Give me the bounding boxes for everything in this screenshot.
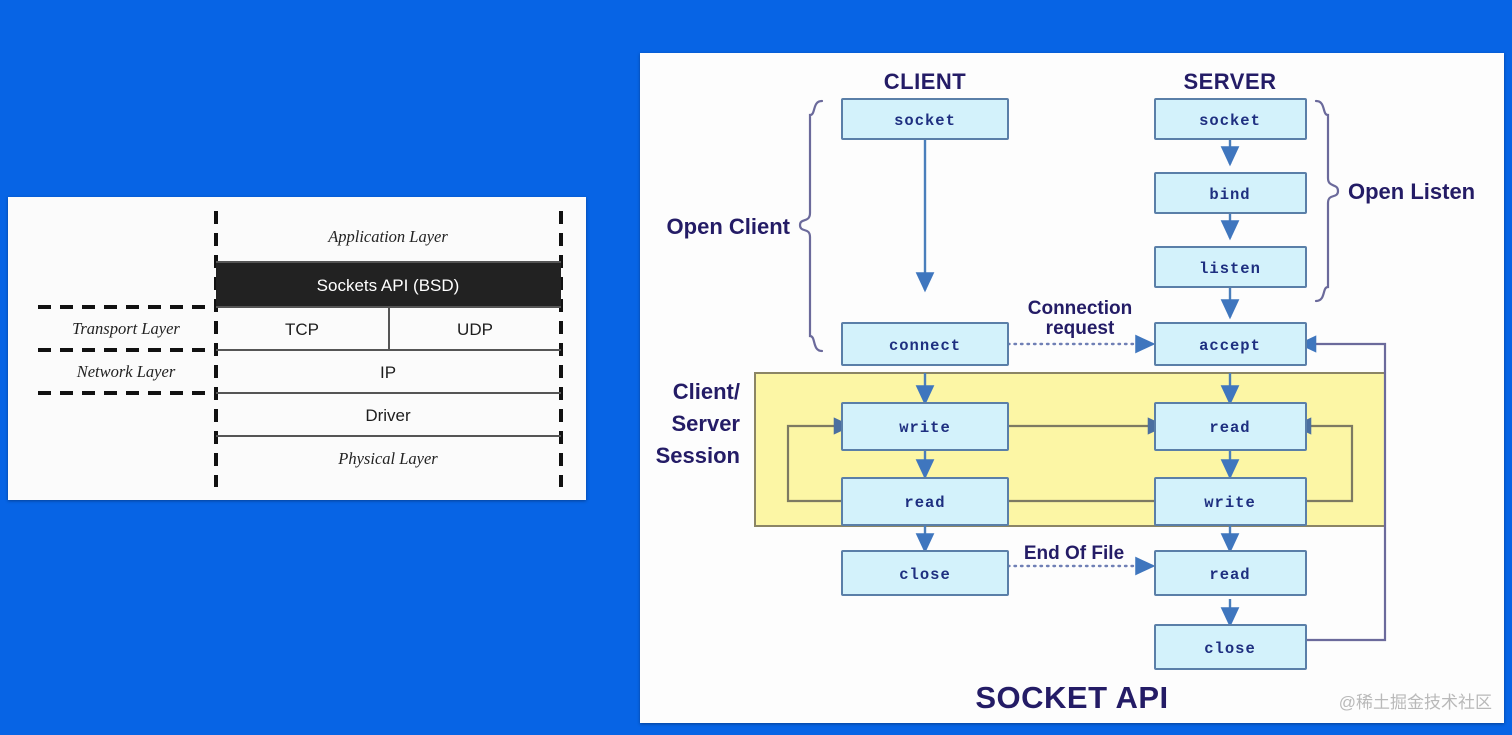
tcp-ip-stack-panel: Application Layer Sockets API (BSD) TCP …: [8, 197, 586, 500]
server-read2-label: read: [1209, 566, 1250, 584]
server-write-label: write: [1204, 494, 1256, 512]
server-close-box[interactable]: close: [1154, 624, 1307, 670]
application-layer-label: Application Layer: [327, 227, 448, 246]
open-client-label: Open Client: [667, 214, 791, 239]
client-read-label: read: [904, 494, 945, 512]
server-column-heading: SERVER: [1183, 69, 1276, 94]
connection-request-label-line2: request: [1046, 318, 1115, 339]
session-label-line3: Session: [656, 443, 740, 468]
arrow-server-write-loop-to-read: [1292, 417, 1354, 503]
client-close-box[interactable]: close: [841, 550, 1009, 596]
connection-request-label-line1: Connection: [1028, 298, 1133, 319]
server-accept-label: accept: [1199, 337, 1261, 355]
client-write-label: write: [899, 419, 951, 437]
network-layer-label: Network Layer: [76, 362, 176, 381]
client-connect-box[interactable]: connect: [841, 322, 1009, 366]
transport-layer-label: Transport Layer: [72, 319, 180, 338]
ip-label: IP: [380, 363, 396, 382]
client-read-box[interactable]: read: [841, 477, 1009, 526]
session-label-line1: Client/: [673, 379, 740, 404]
server-socket-box[interactable]: socket: [1154, 98, 1307, 140]
socket-api-panel: CLIENT SERVER Connection request End Of …: [640, 53, 1504, 723]
open-client-brace: [798, 99, 824, 353]
session-label-line2: Server: [671, 411, 740, 436]
server-listen-box[interactable]: listen: [1154, 246, 1307, 288]
server-accept-box[interactable]: accept: [1154, 322, 1307, 366]
watermark-text: @稀土掘金技术社区: [1339, 693, 1492, 712]
server-read-box-1[interactable]: read: [1154, 402, 1307, 451]
driver-label: Driver: [365, 406, 411, 425]
open-listen-brace: [1314, 99, 1340, 303]
server-write-box[interactable]: write: [1154, 477, 1307, 526]
udp-label: UDP: [457, 320, 493, 339]
client-column-heading: CLIENT: [884, 69, 967, 94]
server-socket-label: socket: [1199, 112, 1261, 130]
arrow-server-close-to-accept: [1297, 335, 1387, 642]
client-connect-label: connect: [889, 337, 961, 355]
sockets-api-label: Sockets API (BSD): [317, 276, 460, 295]
socket-api-flow-diagram: CLIENT SERVER Connection request End Of …: [640, 53, 1504, 723]
client-socket-label: socket: [894, 112, 956, 130]
server-read1-label: read: [1209, 419, 1250, 437]
client-write-box[interactable]: write: [841, 402, 1009, 451]
client-socket-box[interactable]: socket: [841, 98, 1009, 140]
sockets-api-bar: [216, 262, 561, 307]
server-bind-box[interactable]: bind: [1154, 172, 1307, 214]
server-read-box-2[interactable]: read: [1154, 550, 1307, 596]
client-close-label: close: [899, 566, 951, 584]
tcp-ip-stack-diagram: Application Layer Sockets API (BSD) TCP …: [8, 197, 586, 500]
open-listen-label: Open Listen: [1348, 179, 1475, 204]
server-close-label: close: [1204, 640, 1256, 658]
arrow-client-read-loop-to-write: [786, 417, 858, 503]
physical-layer-label: Physical Layer: [337, 449, 438, 468]
server-listen-label: listen: [1199, 260, 1261, 278]
end-of-file-label: End Of File: [1024, 543, 1124, 564]
tcp-label: TCP: [285, 320, 319, 339]
server-bind-label: bind: [1209, 186, 1250, 204]
socket-api-title: SOCKET API: [975, 680, 1168, 715]
